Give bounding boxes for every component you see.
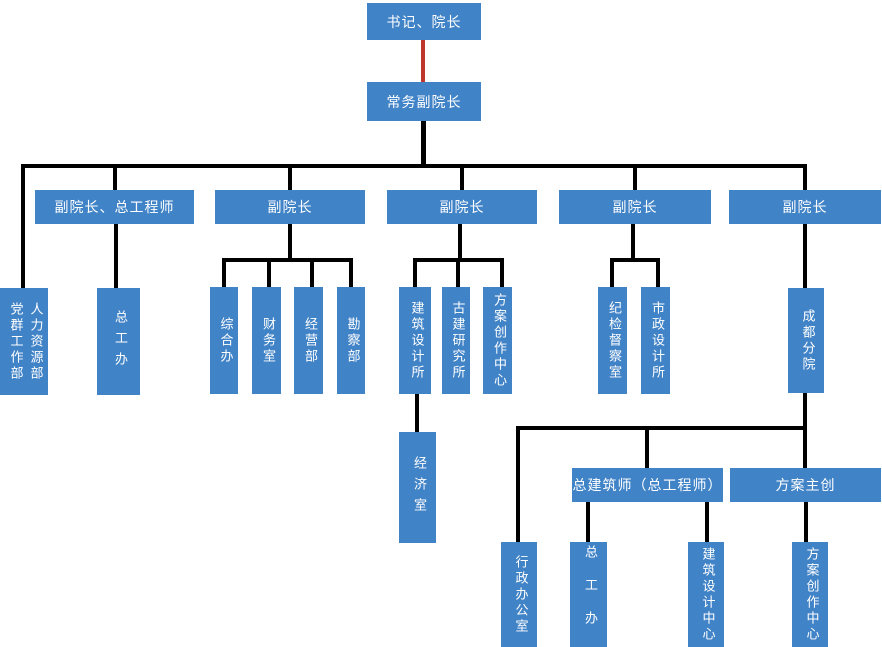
node-branch-scheme-creation-center-label: 方案创作中心	[803, 546, 819, 643]
node-ancient-architecture-research-institute: 古建研究所	[442, 287, 470, 394]
node-chief-architect: 总建筑师（总工程师）	[572, 468, 723, 502]
node-finance-office: 财务室	[252, 287, 281, 394]
node-administrative-office: 行政办公室	[501, 542, 537, 647]
node-vp-2: 副院长	[387, 190, 537, 224]
connector-drop-vp4	[803, 164, 807, 190]
node-secretary-president: 书记、院长	[367, 3, 481, 40]
connector-trunk	[421, 121, 426, 166]
connector-drop-scheme-lead	[803, 426, 807, 468]
connector-vp3-horizontal	[610, 258, 660, 262]
node-chief-engineer-office: 总工办	[97, 288, 140, 395]
node-administrative-office-label: 行政办公室	[512, 554, 528, 635]
node-vp-3: 副院长	[559, 190, 711, 224]
node-scheme-lead: 方案主创	[730, 468, 881, 502]
node-municipal-design-institute: 市政设计所	[641, 287, 670, 394]
connector-drop-vp1	[288, 164, 292, 190]
node-vp-chief-engineer: 副院长、总工程师	[35, 190, 194, 224]
node-branch-scheme-creation-center: 方案创作中心	[792, 542, 828, 647]
connector-adi-economic	[415, 394, 419, 432]
node-scheme-creation-center: 方案创作中心	[483, 287, 512, 394]
connector-drop-vp-chief-engineer	[113, 164, 117, 190]
node-scheme-creation-center-label: 方案创作中心	[490, 292, 506, 389]
node-human-resources-dept-label: 人力资源部	[27, 301, 43, 382]
node-party-mass-work-dept-label: 党群工作部	[7, 301, 23, 382]
connector-branch-horizontal	[516, 426, 807, 430]
connector-drop-arch-design-center	[705, 502, 709, 542]
node-finance-office-label: 财务室	[259, 316, 275, 365]
node-vp-1: 副院长	[215, 190, 365, 224]
node-discipline-inspection-office-label: 纪检督察室	[605, 300, 621, 381]
connector-vp2-down	[458, 224, 462, 262]
node-architectural-design-center-label: 建筑设计中心	[699, 546, 715, 643]
connector-drop-admin-office	[516, 426, 520, 542]
connector-drop-branch-scheme-center	[804, 502, 808, 542]
connector-drop-municipal	[656, 258, 660, 287]
node-economic-office-label: 经济室	[410, 456, 426, 519]
node-chengdu-branch-label: 成都分院	[799, 308, 815, 373]
node-party-mass-and-hr-dept: 党群工作部 人力资源部	[0, 288, 48, 395]
node-business-dept-label: 经营部	[301, 316, 317, 365]
node-business-dept: 经营部	[294, 287, 323, 394]
connector-chengdu-down	[803, 393, 807, 428]
connector-drop-branch-chief-eng	[586, 502, 590, 542]
connector-drop-general-affairs	[222, 258, 226, 287]
node-vp-4: 副院长	[729, 190, 881, 224]
node-chengdu-branch: 成都分院	[788, 288, 824, 393]
node-architectural-design-institute: 建筑设计所	[399, 287, 431, 394]
connector-drop-discipline	[610, 258, 614, 287]
connector-drop-chief-architect	[645, 426, 649, 468]
connector-drop-vp3	[633, 164, 637, 190]
connector-drop-survey	[349, 258, 353, 287]
connector-drop-vp2	[460, 164, 464, 190]
node-architectural-design-institute-label: 建筑设计所	[408, 300, 424, 381]
node-municipal-design-institute-label: 市政设计所	[648, 300, 664, 381]
node-discipline-inspection-office: 纪检督察室	[598, 287, 627, 394]
node-general-affairs-office: 综合办	[210, 287, 238, 394]
connector-vp1-horizontal	[222, 258, 353, 262]
connector-vp3-down	[631, 224, 635, 262]
node-executive-vice-president: 常务副院长	[367, 82, 481, 121]
node-survey-dept: 勘察部	[337, 287, 365, 394]
node-general-affairs-office-label: 综合办	[217, 316, 233, 365]
connector-root-red	[421, 40, 425, 84]
connector-main-horizontal	[21, 164, 807, 168]
node-branch-chief-engineer-office-label: 总工办	[581, 545, 597, 644]
node-architectural-design-center: 建筑设计中心	[688, 542, 724, 647]
connector-drop-finance	[267, 258, 271, 287]
connector-drop-party-hr	[21, 164, 25, 288]
node-ancient-architecture-research-institute-label: 古建研究所	[449, 300, 465, 381]
node-economic-office: 经济室	[399, 432, 436, 543]
connector-vp4-chengdu	[803, 224, 807, 288]
node-survey-dept-label: 勘察部	[344, 316, 360, 365]
connector-vpce-chief-eng-office	[114, 224, 118, 288]
connector-vp1-down	[288, 224, 292, 262]
connector-drop-scheme-creation	[500, 258, 504, 287]
connector-drop-business	[310, 258, 314, 287]
node-chief-engineer-office-label: 总工办	[111, 310, 127, 373]
connector-drop-arch-design-institute	[413, 258, 417, 287]
connector-drop-ancient-arch	[456, 258, 460, 287]
node-branch-chief-engineer-office: 总工办	[570, 542, 607, 647]
